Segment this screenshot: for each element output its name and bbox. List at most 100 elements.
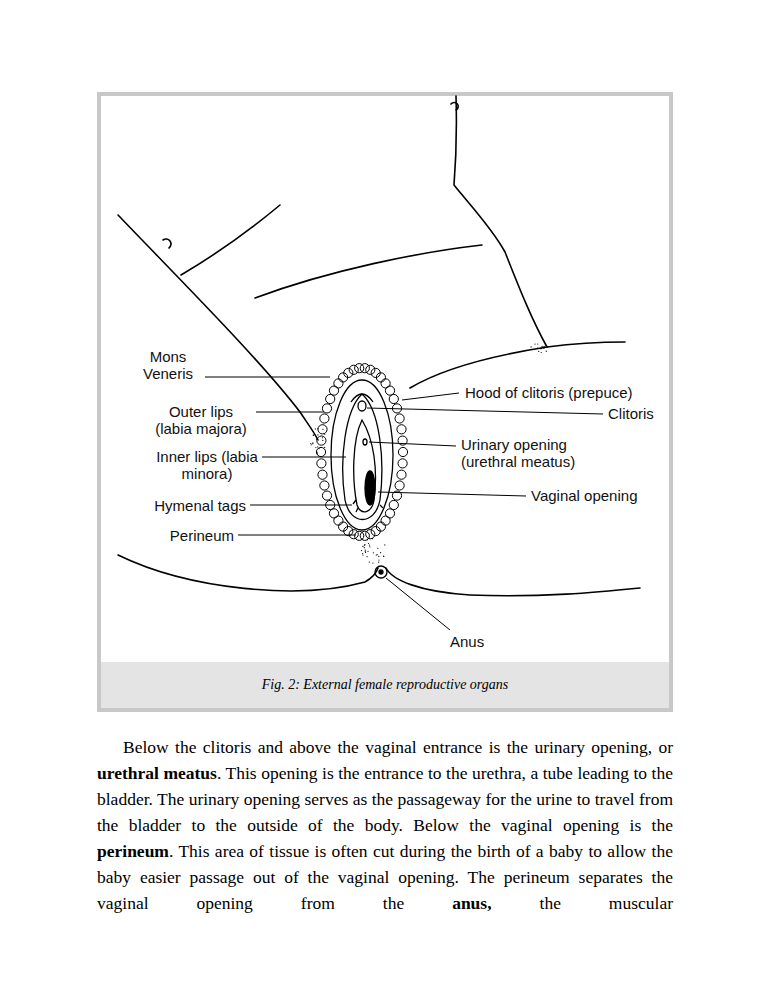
hair-curl [389, 394, 398, 403]
hair-curl [395, 414, 404, 423]
hair-curl [355, 531, 364, 540]
leg-outline [454, 96, 625, 347]
stipple-dot [369, 562, 370, 563]
vestibule [354, 420, 376, 512]
part-label: Urinary opening (urethral meatus) [461, 436, 593, 470]
hair-curl [329, 509, 338, 518]
hair-curl [366, 530, 375, 539]
body-outline [118, 96, 640, 596]
hair-curl [360, 531, 369, 540]
stipple-dot [378, 560, 379, 561]
hair-curl [398, 459, 407, 468]
stipple-dot [362, 553, 363, 554]
stipple-dot [369, 545, 370, 546]
part-label: Vaginal opening [531, 487, 637, 504]
stipple-dot [312, 443, 313, 444]
anus [375, 566, 387, 578]
figure-frame [97, 92, 673, 712]
vulva-drawing [331, 380, 393, 578]
stipple-dot [378, 556, 379, 557]
leader-line [256, 412, 324, 413]
stipple-dot [378, 562, 379, 563]
stipple-dot [546, 351, 547, 352]
stipple-dot [541, 348, 542, 349]
knee-mark [451, 102, 458, 110]
bold-term: urethral meatus [97, 763, 217, 783]
hair-curl [344, 368, 353, 377]
stipple-dot [544, 346, 545, 347]
leader-line [378, 492, 526, 496]
stipple-dot [364, 545, 365, 546]
hair-curl [349, 530, 358, 539]
stipple-dot [365, 552, 366, 553]
leader-line [262, 457, 346, 458]
hair-curl [371, 527, 380, 536]
stipple-dot [313, 435, 314, 436]
stipple-dot [311, 444, 312, 445]
part-label: Clitoris [608, 405, 654, 422]
hair-curl [366, 365, 375, 374]
stipple-dot [362, 546, 363, 547]
stipple-dot [373, 552, 374, 553]
leader-line [238, 535, 356, 536]
stipple-dot [319, 448, 320, 449]
stipple-dot [542, 346, 543, 347]
hair-curl [376, 373, 385, 382]
urethral-opening [363, 439, 367, 445]
hair-curl [317, 459, 326, 468]
stipple-dot [376, 554, 377, 555]
buttock-line [386, 568, 640, 596]
thigh-line [118, 215, 318, 440]
stipple-dot [531, 346, 532, 347]
stipple-dot [315, 447, 316, 448]
leader-line [386, 578, 450, 630]
hair-curl [355, 364, 364, 373]
stipple-dot [541, 352, 542, 353]
figure-caption: Fig. 2: External female reproductive org… [101, 662, 669, 708]
labia-minora [343, 394, 382, 520]
stipple-dot [537, 343, 538, 344]
stipple-dot [372, 538, 373, 539]
bold-term: perineum [97, 841, 169, 861]
hymenal-tags [353, 500, 383, 512]
hair-curl [381, 516, 390, 525]
stipple-dot [380, 552, 381, 553]
stipple-dot [317, 452, 318, 453]
hair-curl [389, 500, 398, 509]
body-text: Below the clitoris and above the vaginal… [123, 737, 673, 757]
stipple-dot [310, 443, 311, 444]
stipple-dot [317, 453, 318, 454]
stipple-dot [322, 437, 323, 438]
body-paragraph: Below the clitoris and above the vaginal… [97, 734, 673, 916]
groin-line [410, 347, 547, 388]
hair-curl [349, 365, 358, 374]
stipple-dot [322, 440, 323, 441]
stipple-dot [365, 550, 366, 551]
stipple-dot [540, 348, 541, 349]
stipple-dot [377, 548, 378, 549]
clitoris [358, 401, 366, 411]
hair-curl [320, 481, 329, 490]
stipple-dot [383, 556, 384, 557]
hair-curl [320, 414, 329, 423]
stipple-dot [365, 551, 366, 552]
knee-mark [163, 239, 171, 248]
stipple-dot [368, 543, 369, 544]
stipple-dot [372, 563, 373, 564]
hair-curl [397, 425, 406, 434]
stipple-dot [377, 554, 378, 555]
hair-curl [395, 481, 404, 490]
stipple-dot [367, 556, 368, 557]
leader-line [367, 408, 603, 414]
knee-crease [181, 205, 280, 275]
labia-majora [331, 380, 393, 530]
stipple-dot [317, 434, 318, 435]
stipple-dot [315, 428, 316, 429]
hair-curl [398, 447, 407, 456]
hair-curl [316, 447, 325, 456]
leader-line [250, 505, 352, 506]
stipple-dot [324, 434, 325, 435]
hair-curl [317, 436, 326, 445]
part-label: Hood of clitoris (prepuce) [465, 384, 633, 401]
vaginal-opening [365, 471, 375, 505]
